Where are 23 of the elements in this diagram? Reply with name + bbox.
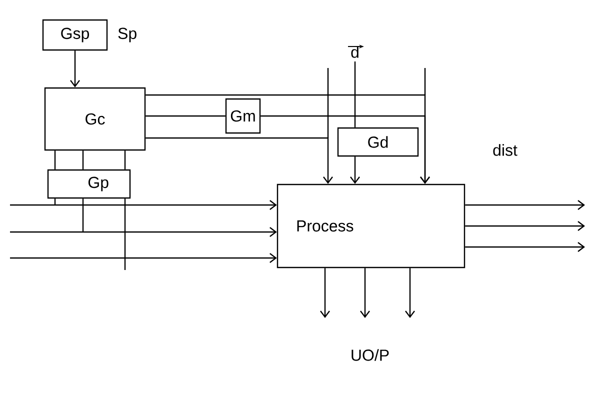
arrow <box>10 227 277 237</box>
text-label: UO/P <box>352 349 389 361</box>
process-box: Process <box>276 184 466 268</box>
arrow <box>10 200 277 210</box>
arrow <box>465 221 585 231</box>
arrow <box>10 253 277 263</box>
arrow <box>146 137 333 184</box>
process-box: Gc <box>44 87 146 151</box>
arrow <box>360 268 370 318</box>
process-box: Gm <box>225 98 261 134</box>
arrow <box>70 50 80 88</box>
arrow <box>465 242 585 252</box>
process-box: Gsp <box>42 19 108 51</box>
text-label: dist <box>493 144 518 156</box>
arrow <box>465 200 585 210</box>
node-label: d <box>351 46 358 58</box>
arrow <box>350 156 360 184</box>
arrow <box>405 268 415 318</box>
arrow <box>260 115 430 184</box>
beside-label: Sp <box>118 28 136 42</box>
arrow <box>320 268 330 318</box>
process-box: Gd <box>337 127 419 157</box>
process-box: Gp <box>47 169 131 199</box>
